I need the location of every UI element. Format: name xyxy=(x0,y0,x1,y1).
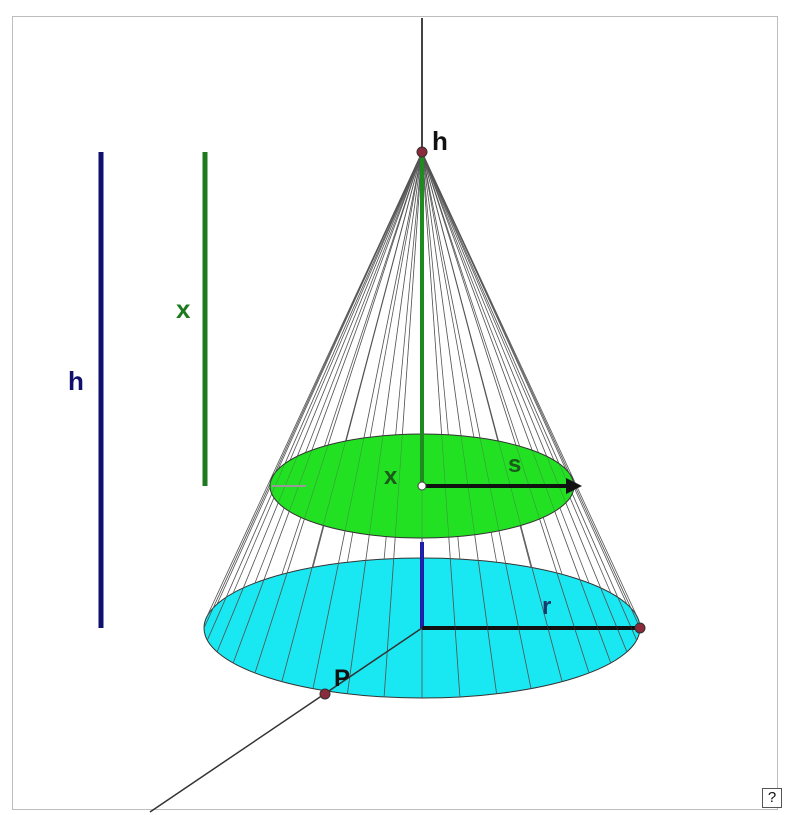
generator-line-front xyxy=(421,151,563,682)
generator-line-front xyxy=(421,151,637,641)
generator-line-front xyxy=(254,151,423,674)
generator-line xyxy=(421,151,638,616)
s-label: s xyxy=(508,451,521,478)
generator-line xyxy=(421,151,612,594)
generator-line-front xyxy=(383,151,423,697)
generator-line-front xyxy=(421,151,641,629)
generator-line-front xyxy=(421,151,590,674)
x-disc-label: x xyxy=(384,463,398,490)
point-p[interactable] xyxy=(319,688,331,700)
generator-line-front xyxy=(203,151,423,629)
generator-line-front xyxy=(421,151,461,697)
generator-line xyxy=(421,151,590,584)
generator-line-front xyxy=(421,151,628,653)
help-button[interactable]: ? xyxy=(762,788,782,808)
generator-line-front xyxy=(312,151,423,689)
p-guide-line xyxy=(149,627,423,813)
generator-line-front xyxy=(347,151,423,694)
p-label: P xyxy=(334,665,350,692)
generator-line-front xyxy=(232,151,423,664)
radius-point[interactable] xyxy=(634,622,646,634)
x-bar-label: x xyxy=(176,294,191,324)
generator-line-front xyxy=(421,151,532,689)
radius-s-arrowhead xyxy=(566,478,582,494)
slice-center-point xyxy=(417,481,427,491)
generator-line xyxy=(421,151,628,605)
generator-line xyxy=(232,151,423,594)
height-bar-label: h xyxy=(68,366,84,396)
generator-line xyxy=(254,151,423,584)
apex-point[interactable] xyxy=(416,146,428,158)
generator-line-front xyxy=(281,151,423,682)
generator-line-front xyxy=(421,151,612,664)
generator-line-front xyxy=(216,151,423,653)
r-label: r xyxy=(542,593,551,620)
generator-line-front xyxy=(421,151,497,694)
generator-line-front xyxy=(207,151,423,641)
apex-label: h xyxy=(432,126,448,156)
generator-line xyxy=(206,151,423,616)
generator-line xyxy=(216,151,423,605)
